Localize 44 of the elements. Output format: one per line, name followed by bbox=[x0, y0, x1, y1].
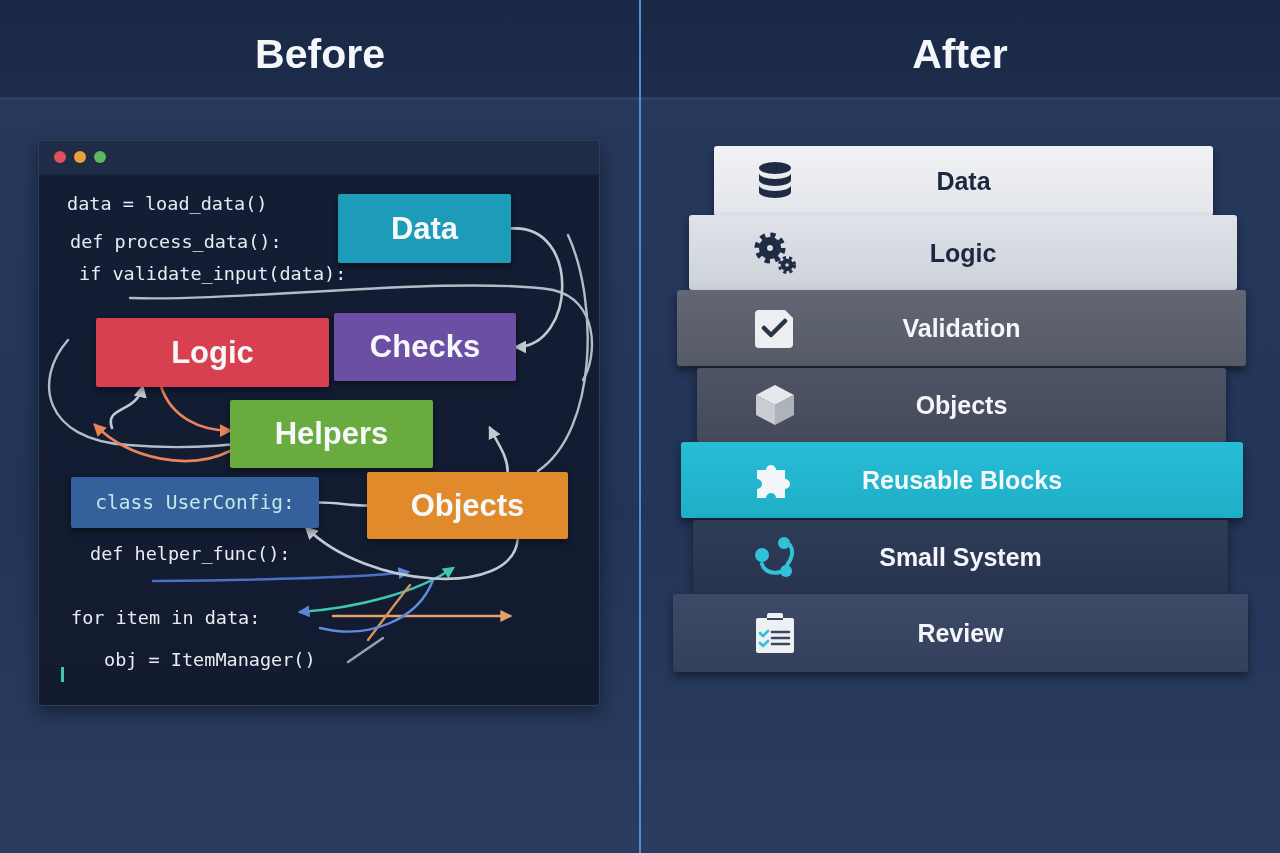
layer-label: Small System bbox=[879, 542, 1042, 572]
layer-label: Data bbox=[936, 166, 991, 196]
arrow bbox=[304, 526, 520, 580]
layer-label: Validation bbox=[902, 313, 1021, 343]
layer-bar bbox=[673, 594, 1248, 672]
tag-text: Checks bbox=[369, 329, 481, 365]
code-line: obj = ItemManager() bbox=[104, 648, 316, 672]
tag-box bbox=[334, 313, 516, 381]
tag-text: Logic bbox=[171, 334, 254, 371]
tag-text: class UserConfig: bbox=[95, 490, 295, 515]
code-editor-window bbox=[38, 140, 600, 706]
layer-bar bbox=[714, 146, 1213, 216]
layer-label: Logic bbox=[929, 237, 997, 268]
code-line: for item in data: bbox=[71, 606, 261, 630]
arrow bbox=[488, 425, 509, 474]
arrow bbox=[509, 227, 564, 352]
arrow bbox=[159, 385, 233, 437]
arrow bbox=[93, 423, 232, 463]
code-line: if validate_input(data): bbox=[79, 262, 347, 286]
tag-box bbox=[367, 472, 568, 539]
layer-label: Reusable Blocks bbox=[861, 465, 1063, 495]
code-line: data = load_data() bbox=[67, 192, 268, 216]
code-line: def process_data(): bbox=[70, 230, 282, 254]
tag-box bbox=[96, 318, 329, 387]
tag-box bbox=[230, 400, 433, 468]
tag-text: Helpers bbox=[274, 416, 389, 452]
panel-heading: After bbox=[912, 30, 1008, 78]
tag-box bbox=[338, 194, 511, 263]
arrow bbox=[109, 384, 146, 430]
code-tag-box bbox=[71, 477, 319, 528]
connector-line bbox=[317, 501, 369, 507]
layer-bar bbox=[697, 368, 1226, 442]
tag-text: Objects bbox=[410, 487, 525, 524]
panel-heading: Before bbox=[255, 30, 385, 78]
layer-bar bbox=[693, 520, 1228, 594]
tag-text: Data bbox=[390, 210, 459, 247]
layer-bar bbox=[689, 215, 1237, 290]
code-line: def helper_func(): bbox=[90, 542, 291, 566]
layer-bar bbox=[681, 442, 1243, 518]
panel bbox=[640, 0, 1280, 853]
panel bbox=[0, 0, 640, 853]
layer-label: Objects bbox=[915, 390, 1008, 420]
layer-label: Review bbox=[917, 618, 1004, 648]
layer-bar bbox=[677, 290, 1246, 366]
